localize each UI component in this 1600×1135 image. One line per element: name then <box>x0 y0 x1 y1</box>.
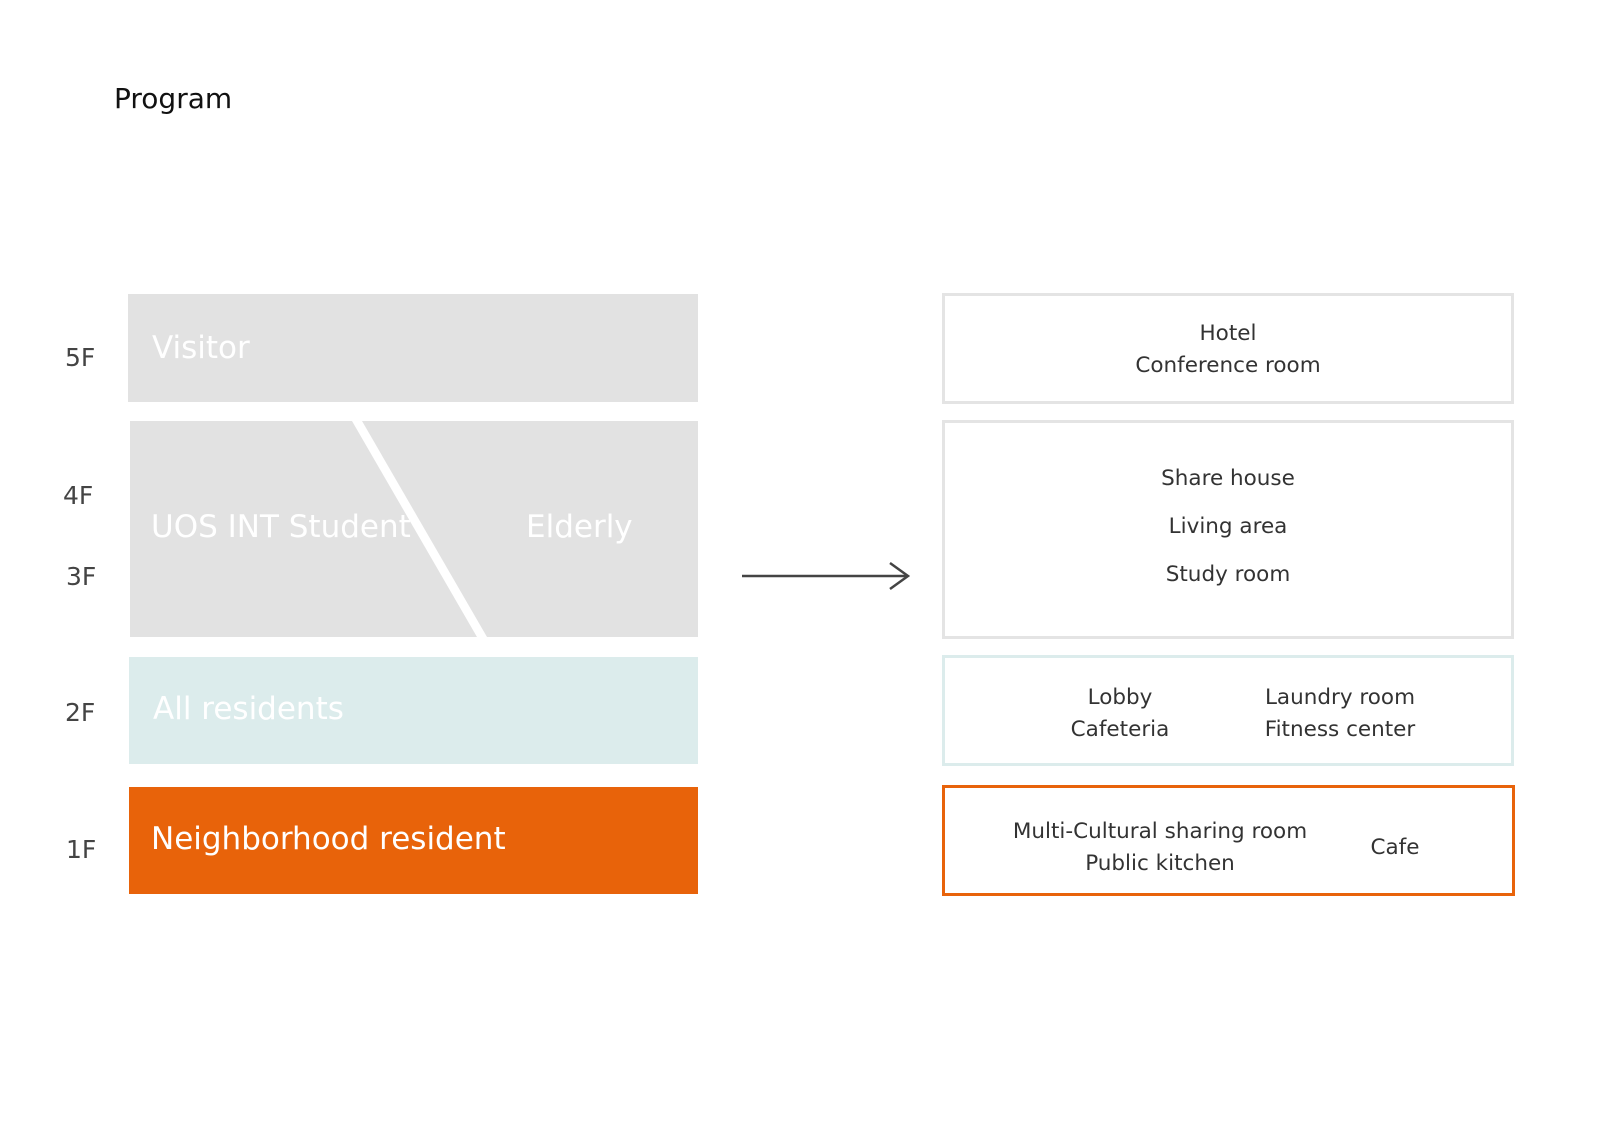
user-label-all-residents: All residents <box>153 691 344 727</box>
diagram-title: Program <box>114 82 233 115</box>
user-label-elderly: Elderly <box>526 509 633 545</box>
user-label-neighborhood: Neighborhood resident <box>151 821 506 857</box>
program-public-kitchen: Public kitchen <box>1085 851 1235 876</box>
floor-label-3f: 3F <box>66 562 97 591</box>
user-label-visitor: Visitor <box>152 330 250 366</box>
program-share-house: Share house <box>1161 466 1295 491</box>
user-block-students-elderly <box>130 421 698 637</box>
program-box-5f: Hotel Conference room <box>942 293 1514 404</box>
user-label-student: UOS INT Student <box>151 509 411 545</box>
program-box-3f-4f: Share house Living area Study room <box>942 420 1514 639</box>
floor-label-2f: 2F <box>65 698 96 727</box>
floor-label-1f: 1F <box>66 835 97 864</box>
arrow-right-icon <box>742 561 911 591</box>
program-multicultural-room: Multi-Cultural sharing room <box>1012 819 1308 844</box>
program-laundry-room: Laundry room <box>1264 685 1416 710</box>
user-block-visitor: Visitor <box>128 294 698 402</box>
program-conference-room: Conference room <box>1135 353 1321 378</box>
program-box-2f: Lobby Cafeteria Laundry room Fitness cen… <box>942 655 1514 766</box>
program-living-area: Living area <box>1168 514 1288 539</box>
program-lobby: Lobby <box>1087 685 1153 710</box>
program-cafe: Cafe <box>1370 835 1420 860</box>
floor-label-4f: 4F <box>63 481 94 510</box>
floor-label-5f: 5F <box>65 343 96 372</box>
program-fitness-center: Fitness center <box>1264 717 1416 742</box>
user-block-student-shape <box>130 421 477 637</box>
program-box-1f: Multi-Cultural sharing room Public kitch… <box>942 785 1515 896</box>
user-block-all-residents: All residents <box>129 657 698 764</box>
program-cafeteria: Cafeteria <box>1070 717 1170 742</box>
user-block-neighborhood: Neighborhood resident <box>129 787 698 894</box>
user-block-elderly-shape <box>362 421 698 637</box>
program-hotel: Hotel <box>1199 321 1257 346</box>
program-study-room: Study room <box>1165 562 1291 587</box>
